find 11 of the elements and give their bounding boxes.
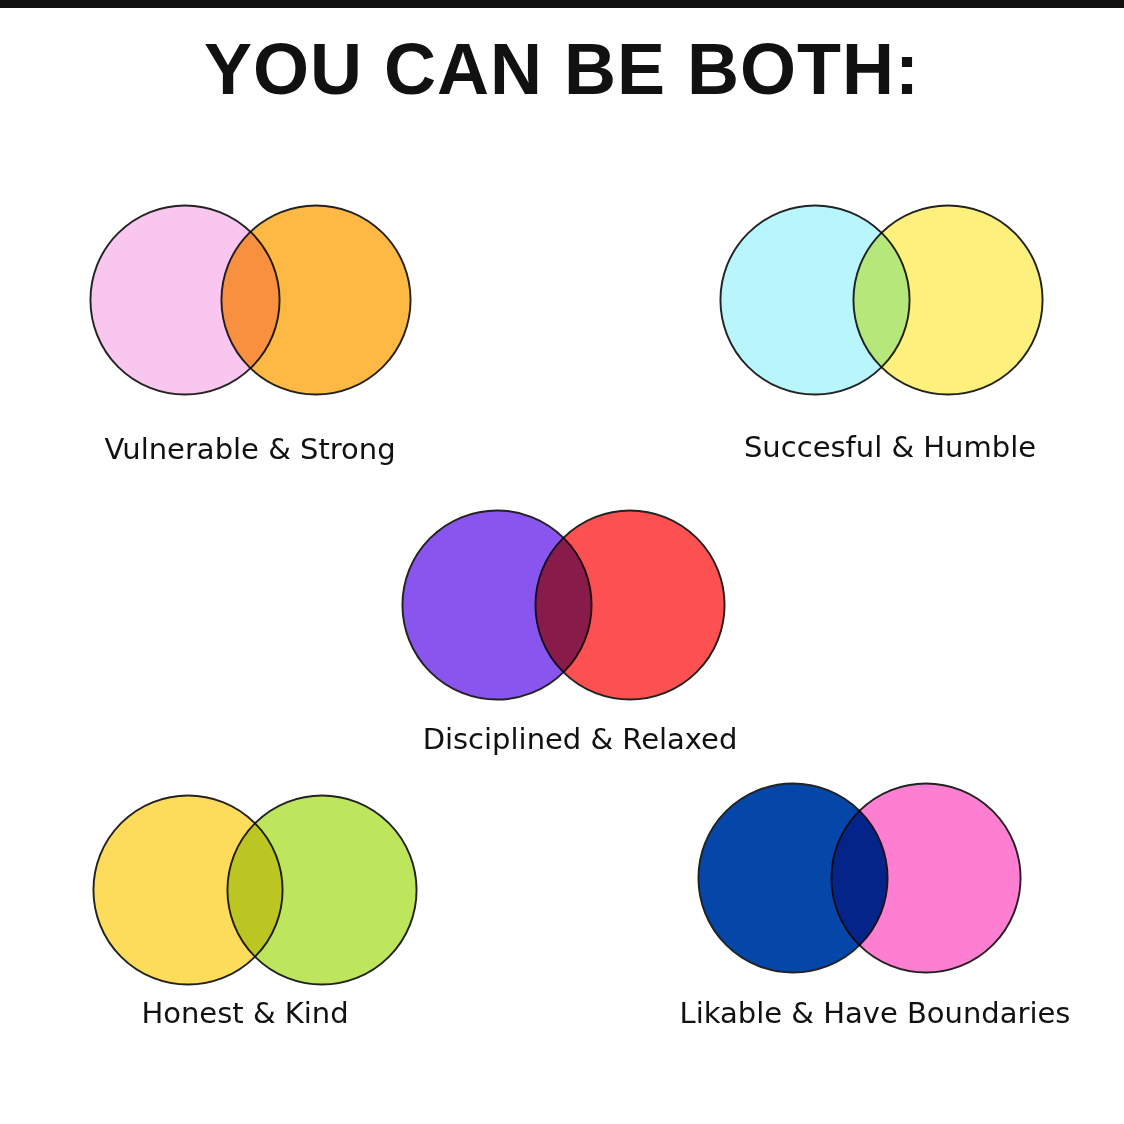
venn-caption: Honest & Kind [141, 996, 349, 1030]
venn-caption: Likable & Have Boundaries [679, 996, 1071, 1030]
venn-caption: Disciplined & Relaxed [422, 722, 738, 756]
venn-circle [852, 204, 1044, 396]
title: YOU CAN BE BOTH: [203, 28, 921, 110]
venn-caption: Succesful & Humble [743, 430, 1037, 464]
venn-circle [220, 204, 412, 396]
venn-circle [226, 794, 418, 986]
venn-caption: Vulnerable & Strong [104, 432, 396, 466]
venn-circle [534, 509, 726, 701]
venn-circle [830, 782, 1022, 974]
